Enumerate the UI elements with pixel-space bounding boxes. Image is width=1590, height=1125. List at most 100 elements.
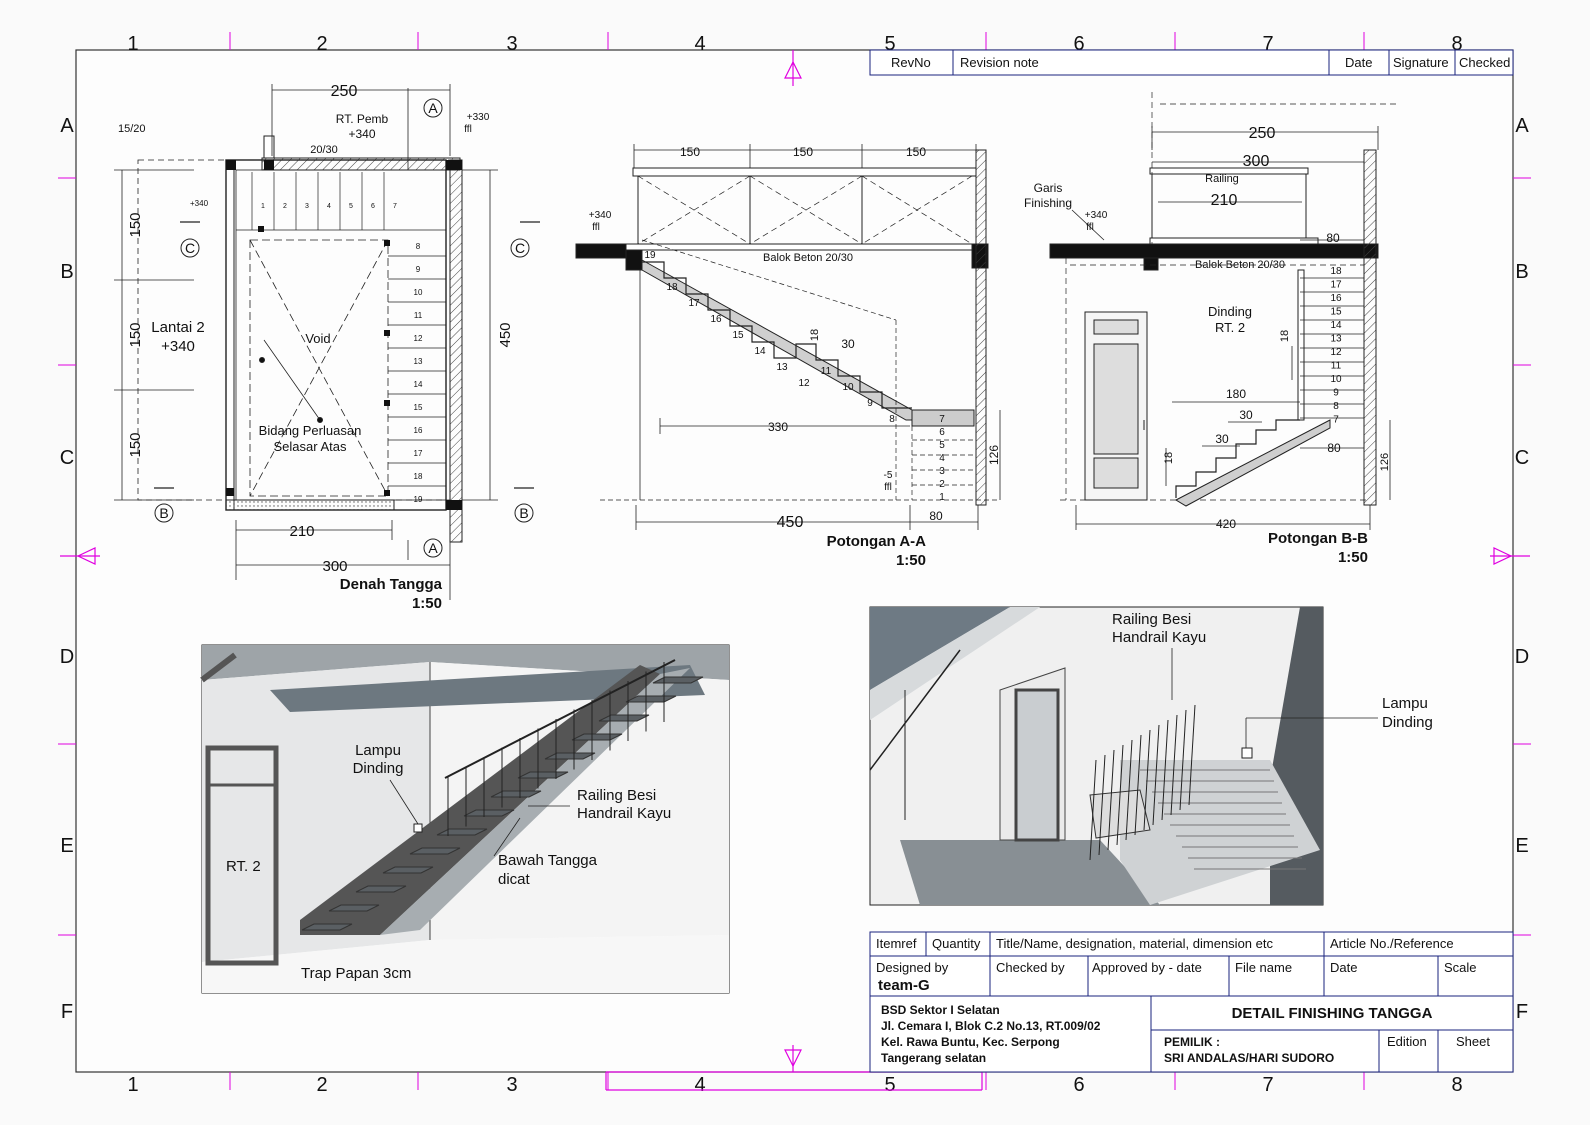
bb-dim-18a: 18 xyxy=(1279,330,1291,342)
zone-column-bottom: 4 xyxy=(694,1074,705,1096)
plan-step-number: 2 xyxy=(283,203,287,210)
tb-itemref: Itemref xyxy=(876,936,917,951)
rev-header-date: Date xyxy=(1345,55,1372,70)
zone-column-top: 4 xyxy=(694,33,705,55)
p1-tread xyxy=(436,828,488,836)
title-block-text: Itemref Quantity Title/Name, designation… xyxy=(876,936,1490,1065)
plan-floor-label: Lantai 2 xyxy=(151,319,204,336)
p1-bawah-2: dicat xyxy=(498,871,531,888)
plan-col-label: 15/20 xyxy=(118,123,146,135)
plan-dim-left-3: 150 xyxy=(127,432,144,457)
plan-step-number: 8 xyxy=(416,242,421,251)
bb-dim-126: 126 xyxy=(1379,453,1391,471)
aa-step-number: 17 xyxy=(688,298,700,309)
aa-level-top-ffl: ffl xyxy=(592,222,600,233)
bb-step-number: 13 xyxy=(1330,334,1342,345)
aa-title: Potongan A-A xyxy=(827,533,927,550)
tb-scale: Scale xyxy=(1444,960,1477,975)
tb-address-3: Kel. Rawa Buntu, Kec. Serpong xyxy=(881,1035,1060,1049)
aa-dim-landing: 80 xyxy=(929,509,943,523)
p2-baluster xyxy=(1143,729,1151,831)
tb-date: Date xyxy=(1330,960,1357,975)
aa-step-number: 4 xyxy=(939,453,945,464)
bb-step-number: 11 xyxy=(1331,361,1342,372)
zone-row-right: A xyxy=(1515,115,1529,137)
tb-sheet: Sheet xyxy=(1456,1034,1490,1049)
p2-baluster xyxy=(1188,704,1196,806)
zone-row-left: C xyxy=(60,447,74,469)
aa-step-number: 11 xyxy=(821,366,832,377)
rev-header-revno: RevNo xyxy=(891,55,931,70)
plan-step-number: 4 xyxy=(327,203,331,210)
bb-dinding-2: RT. 2 xyxy=(1215,320,1245,335)
plan-step-number: 19 xyxy=(414,495,423,504)
p1-tread xyxy=(652,676,704,684)
plan-void-label: Void xyxy=(305,331,330,346)
tb-drawing-title: DETAIL FINISHING TANGGA xyxy=(1232,1005,1433,1022)
plan-dim-inner: 210 xyxy=(289,523,314,540)
bb-garis-2: Finishing xyxy=(1024,196,1072,210)
bb-railing: Railing xyxy=(1205,173,1239,185)
aa-step-number: 6 xyxy=(939,427,945,438)
p1-tread xyxy=(328,904,380,912)
bb-level-top-ffl: ffl xyxy=(1086,222,1094,233)
plan-dim-outer: 300 xyxy=(322,558,347,575)
plan-section-a-bottom: A xyxy=(428,540,438,556)
p2-lampu-1: Lampu xyxy=(1382,695,1428,712)
plan-step-number: 10 xyxy=(414,288,423,297)
aa-step-number: 7 xyxy=(939,414,945,425)
tb-owner-label: PEMILIK : xyxy=(1164,1035,1220,1049)
p1-railing-2: Handrail Kayu xyxy=(577,805,671,822)
zone-row-right: E xyxy=(1515,835,1528,857)
plan-section-b-left: B xyxy=(159,505,168,521)
aa-step-number: 10 xyxy=(842,382,854,393)
plan-area-label-1: Bidang Perluasan xyxy=(259,423,362,438)
plan-area-label-2: Selasar Atas xyxy=(274,439,347,454)
perspective-2-labels: Railing Besi Handrail Kayu Lampu Dinding xyxy=(1112,611,1433,748)
p2-lampu-2: Dinding xyxy=(1382,714,1433,731)
plan-step-number: 9 xyxy=(416,265,421,274)
tb-address-2: Jl. Cemara I, Blok C.2 No.13, RT.009/02 xyxy=(881,1019,1101,1033)
aa-beam-label: Balok Beton 20/30 xyxy=(763,252,853,264)
aa-step-number: 8 xyxy=(889,414,895,425)
p2-baluster xyxy=(1098,754,1106,856)
plan-dim-left-2: 150 xyxy=(127,322,144,347)
plan-step-number: 7 xyxy=(393,203,397,210)
plan-step-number: 16 xyxy=(414,426,423,435)
bb-scale: 1:50 xyxy=(1338,549,1368,566)
bb-dim-30a: 30 xyxy=(1239,408,1253,422)
bb-dim-420: 420 xyxy=(1216,517,1236,531)
plan-section-b-right: B xyxy=(519,505,528,521)
plan-dim-right: 450 xyxy=(497,322,514,347)
zone-column-top: 6 xyxy=(1073,33,1084,55)
perspective-1-labels: Lampu Dinding Railing Besi Handrail Kayu… xyxy=(226,742,671,982)
bb-step-number: 15 xyxy=(1330,307,1342,318)
p1-lampu-2: Dinding xyxy=(353,760,404,777)
tb-title-name: Title/Name, designation, material, dimen… xyxy=(996,936,1273,951)
aa-step-number: 18 xyxy=(666,282,678,293)
bb-dim-250: 250 xyxy=(1249,125,1276,142)
plan-step-number: 17 xyxy=(414,449,423,458)
plan-step-number: 11 xyxy=(414,311,423,320)
p1-rt: RT. 2 xyxy=(226,858,261,875)
zone-column-bottom: 3 xyxy=(506,1074,517,1096)
rev-header-checked: Checked xyxy=(1459,55,1510,70)
tb-address-4: Tangerang selatan xyxy=(881,1051,986,1065)
p1-tread xyxy=(598,714,650,722)
plan-rt-level: +340 xyxy=(348,127,375,141)
perspective-2 xyxy=(869,606,1324,906)
aa-dim-top-3: 150 xyxy=(906,145,926,159)
bb-step-number: 9 xyxy=(1333,388,1339,399)
perspective-1 xyxy=(200,644,730,994)
aa-level-bottom: -5 xyxy=(884,470,893,481)
section-aa-labels: 150 150 150 +340 ffl Balok Beton 20/30 3… xyxy=(589,145,1001,569)
bb-dim-80-top: 80 xyxy=(1326,231,1340,245)
aa-step-number: 13 xyxy=(776,362,788,373)
bb-step-number: 12 xyxy=(1330,347,1342,358)
plan-small-level: +340 xyxy=(190,199,209,208)
zone-column-bottom: 7 xyxy=(1262,1074,1273,1096)
aa-scale: 1:50 xyxy=(896,552,926,569)
zone-column-top: 5 xyxy=(884,33,895,55)
